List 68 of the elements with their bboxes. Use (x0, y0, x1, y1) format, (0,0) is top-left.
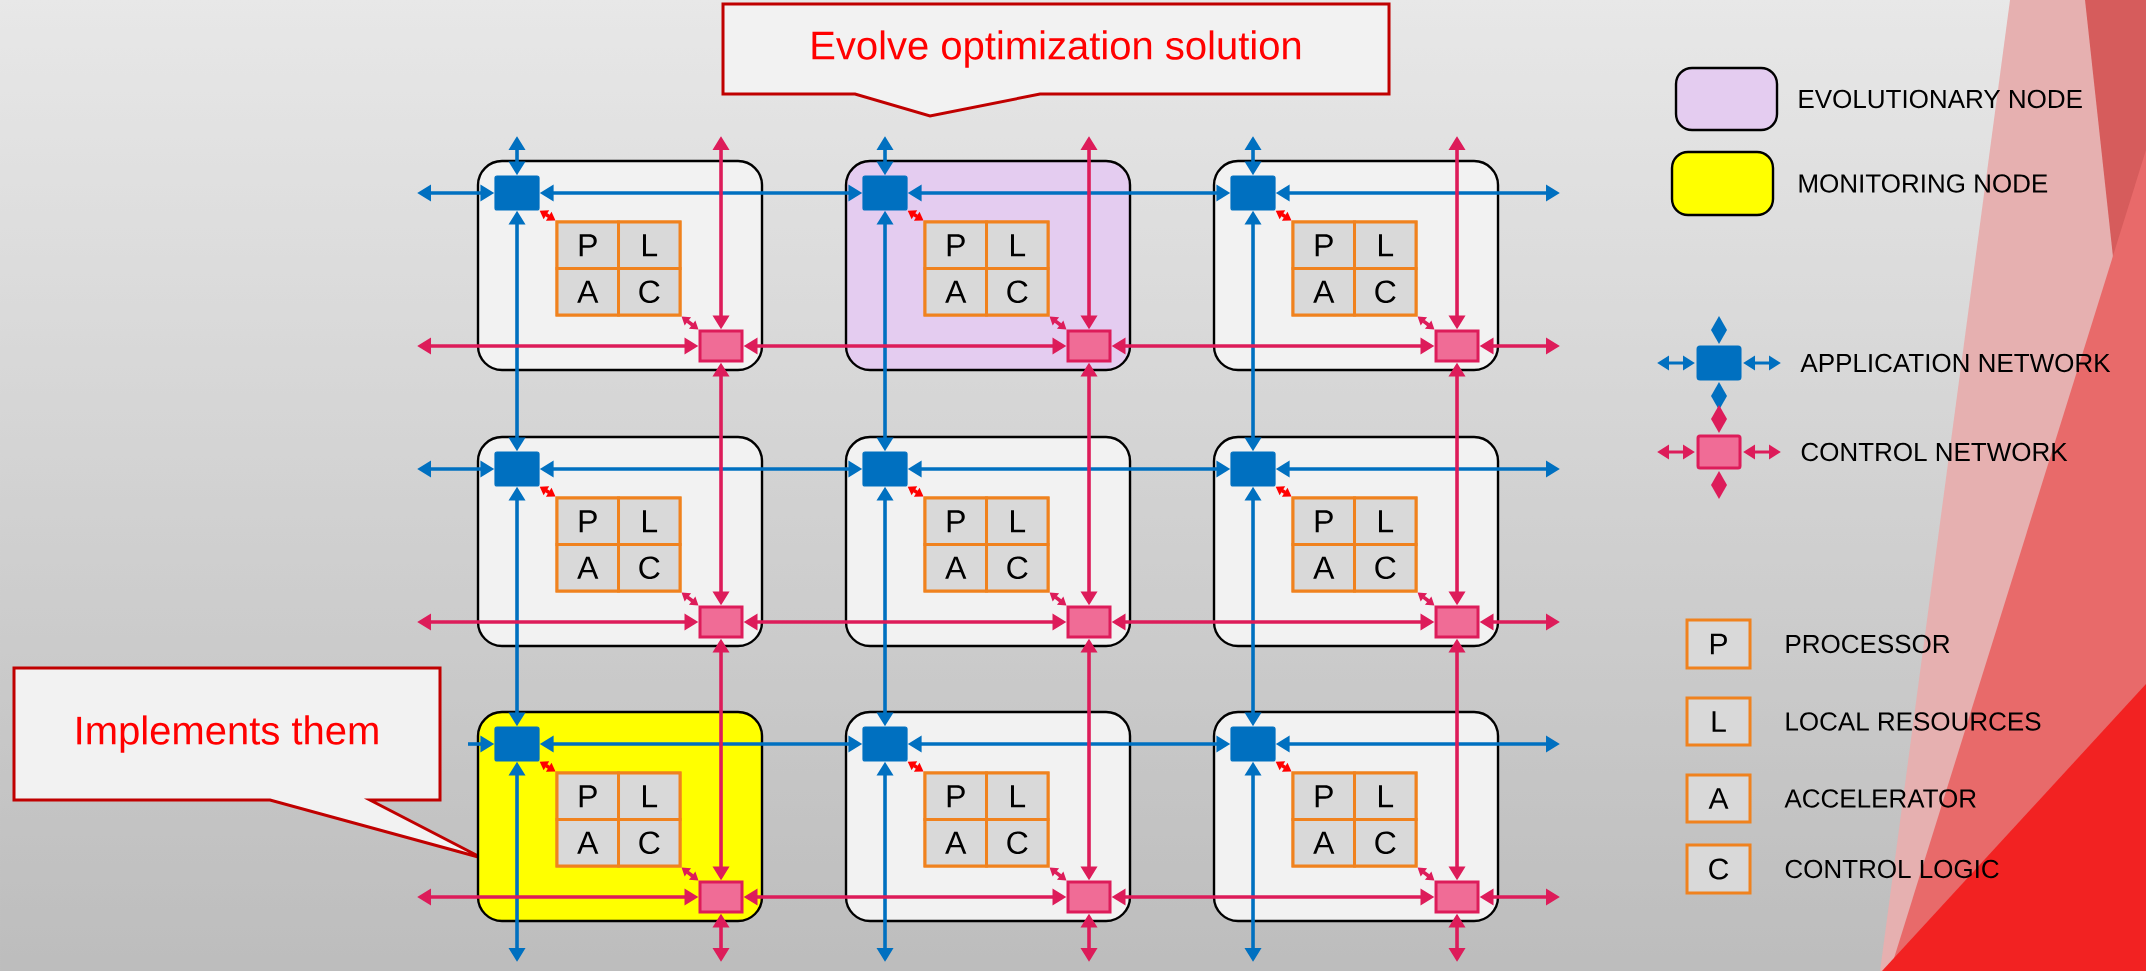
legend-text: EVOLUTIONARY NODE (1799, 89, 2082, 109)
router-box (1434, 329, 1480, 363)
grid-cell: C (617, 543, 682, 593)
callout: Implements them (12, 666, 496, 864)
legend-text: APPLICATION NETWORK (1800, 353, 2111, 373)
grid-cell: P (555, 496, 620, 546)
router-box (1230, 175, 1276, 211)
grid-cell: A (923, 543, 988, 593)
grid-cell: P (923, 771, 988, 821)
grid-cell: P (1291, 220, 1356, 270)
grid-cell: A (555, 818, 620, 868)
router-box (1066, 329, 1112, 363)
router-box (862, 175, 908, 211)
grid-cell: C (985, 267, 1050, 317)
grid-cell: L (1353, 496, 1418, 546)
grid-cell: L (985, 771, 1050, 821)
grid-cell: C (1353, 543, 1418, 593)
grid-cell: P (555, 771, 620, 821)
grid-cell: L (985, 496, 1050, 546)
grid-cell: P (555, 220, 620, 270)
grid-cell: P (923, 496, 988, 546)
router-box (494, 451, 540, 487)
grid-cell: C (1353, 267, 1418, 317)
legend-text: PROCESSOR (1786, 634, 1950, 654)
grid-cell: L (617, 496, 682, 546)
grid-cell: A (923, 818, 988, 868)
router-box (1230, 451, 1276, 487)
grid-cell: C (985, 543, 1050, 593)
legend-text: MONITORING NODE (1799, 174, 2048, 193)
grid-cell: P (1291, 771, 1356, 821)
grid-cell: A (1291, 818, 1356, 868)
legend-key-box: L (1685, 696, 1752, 747)
legend-text: CONTROL NETWORK (1801, 442, 2068, 462)
legend-text: ACCELERATOR (1784, 789, 1976, 808)
router-box (1066, 605, 1112, 639)
legend-key-box: P (1685, 618, 1752, 670)
router-box (1434, 880, 1480, 914)
router-box (698, 329, 744, 363)
legend-key-box: A (1685, 773, 1752, 824)
router-box (698, 605, 744, 639)
callout: Evolve optimization solution (721, 2, 1391, 118)
router-box (862, 726, 908, 762)
grid-cell: A (923, 267, 988, 317)
router-box (494, 175, 540, 211)
grid-cell: A (1291, 543, 1356, 593)
grid-cell: L (1353, 771, 1418, 821)
grid-cell: L (617, 771, 682, 821)
grid-cell: L (617, 220, 682, 270)
grid-cell: C (617, 267, 682, 317)
legend-key-box: C (1685, 843, 1752, 895)
router-box (494, 726, 540, 762)
grid-cell: L (1353, 220, 1418, 270)
router-box (698, 880, 744, 914)
router-box (862, 451, 908, 487)
grid-cell: A (555, 543, 620, 593)
grid-cell: C (617, 818, 682, 868)
grid-cell: L (985, 220, 1050, 270)
router-box (1066, 880, 1112, 914)
grid-cell: C (985, 818, 1050, 868)
legend-text: LOCAL RESOURCES (1786, 712, 2041, 731)
grid-cell: A (1291, 267, 1356, 317)
grid-cell: P (923, 220, 988, 270)
grid-cell: C (1353, 818, 1418, 868)
grid-cell: A (555, 267, 620, 317)
router-box (1434, 605, 1480, 639)
router-box (1230, 726, 1276, 762)
legend-text: CONTROL LOGIC (1785, 859, 1999, 879)
grid-cell: P (1291, 496, 1356, 546)
